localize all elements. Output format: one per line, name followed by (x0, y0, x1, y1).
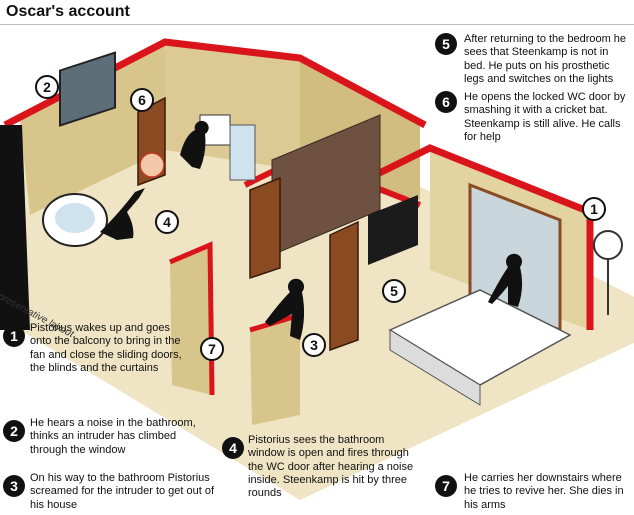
legend-badge-4: 4 (222, 437, 244, 459)
note-3: On his way to the bathroom Pistorius scr… (30, 472, 215, 511)
legend-badge-5: 5 (435, 33, 457, 55)
television (368, 195, 418, 265)
partition-wall (170, 245, 212, 395)
bathroom-window (59, 51, 116, 127)
legend-badge-3: 3 (3, 475, 25, 497)
note-6: He opens the locked WC door by smashing … (464, 91, 626, 143)
impact-burst (139, 152, 165, 178)
shower-glass (229, 124, 256, 181)
title-rule (0, 24, 634, 25)
scene-marker-3: 3 (302, 333, 326, 357)
bedroom-door (329, 220, 359, 352)
title-bar: Oscar's account (0, 0, 634, 26)
figure-firing (100, 188, 145, 240)
legend-badge-7: 7 (435, 475, 457, 497)
front-wall-piece (250, 315, 300, 425)
legend-badge-2: 2 (3, 420, 25, 442)
fan (593, 230, 623, 260)
scene-marker-7: 7 (200, 337, 224, 361)
scene-marker-5: 5 (382, 279, 406, 303)
legend-badge-1: 1 (3, 325, 25, 347)
scene-marker-1: 1 (582, 197, 606, 221)
scene-marker-6: 6 (130, 88, 154, 112)
exterior-wall-face (0, 125, 30, 330)
note-4: Pistorius sees the bathroom window is op… (248, 434, 414, 500)
page-title: Oscar's account (6, 3, 130, 20)
note-1: Pistorius wakes up and goes onto the bal… (30, 322, 182, 374)
legend-badge-6: 6 (435, 91, 457, 113)
note-2: He hears a noise in the bathroom, thinks… (30, 417, 196, 456)
note-5: After returning to the bedroom he sees t… (464, 33, 627, 85)
passage-door (249, 176, 281, 280)
scene-marker-4: 4 (155, 210, 179, 234)
back-wall-left (20, 45, 165, 215)
scene-marker-2: 2 (35, 75, 59, 99)
bed-base (389, 329, 481, 406)
bath-tub-inner (55, 203, 95, 233)
figure-bedroom (488, 253, 523, 307)
figure-hallway (265, 278, 305, 340)
figure-wc (180, 120, 209, 169)
note-7: He carries her downstairs where he tries… (464, 472, 624, 511)
